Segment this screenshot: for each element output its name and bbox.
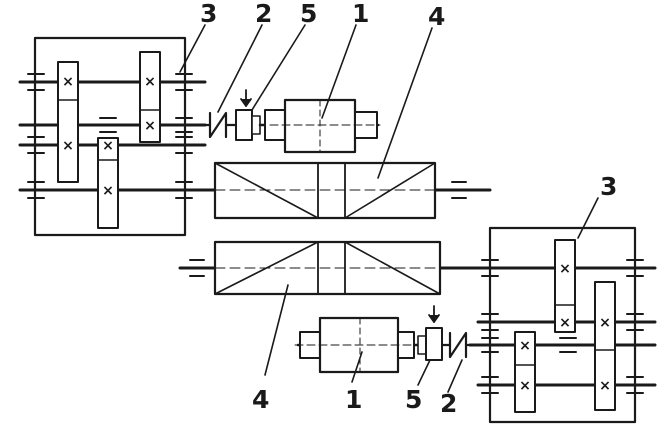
top-callouts: 3 2 5 1 4	[200, 0, 445, 31]
bottom-motor	[294, 316, 431, 374]
bottom-leader-lines	[264, 197, 599, 393]
bottom-gearbox-housing	[488, 226, 637, 424]
callout-bottom-motor: 1	[345, 385, 362, 414]
top-brake	[235, 89, 261, 141]
callout-top-drum: 4	[428, 2, 445, 31]
x-mark-icon: ×	[519, 378, 531, 394]
bottom-assembly: × × × × × ×	[178, 172, 657, 424]
x-mark-icon: ×	[144, 118, 156, 134]
callout-bottom-drum: 4	[252, 385, 269, 414]
callout-bottom-brake: 5	[405, 385, 422, 414]
bottom-callouts: 3 4 1 5 2	[252, 172, 617, 418]
top-gear-large-left	[57, 61, 79, 183]
x-mark-icon: ×	[599, 378, 611, 394]
callout-top-gearbox: 3	[200, 0, 217, 28]
down-arrow-icon	[428, 305, 440, 323]
callout-bottom-coupling: 2	[440, 389, 457, 418]
top-gearbox-bearings	[27, 73, 193, 199]
x-mark-icon: ×	[102, 138, 114, 154]
top-gear-upper-right	[139, 51, 161, 143]
bottom-drum	[178, 240, 497, 296]
top-drum	[198, 161, 492, 220]
callout-top-coupling: 2	[255, 0, 272, 28]
top-assembly: × × × × × ×	[18, 0, 492, 237]
x-mark-icon: ×	[62, 138, 74, 154]
top-leader-lines	[179, 24, 433, 179]
x-mark-icon: ×	[599, 315, 611, 331]
bottom-gearbox-bearings	[481, 259, 644, 394]
x-mark-icon: ×	[62, 74, 74, 90]
x-mark-icon: ×	[559, 315, 571, 331]
x-mark-icon: ×	[559, 261, 571, 277]
bottom-gears: × × × × × ×	[514, 239, 616, 413]
callout-top-brake: 5	[300, 0, 317, 28]
top-coupling	[203, 111, 238, 139]
bottom-gear-upper	[554, 239, 576, 333]
callout-bottom-gearbox: 3	[600, 172, 617, 201]
down-arrow-icon	[240, 89, 252, 107]
bottom-coupling	[440, 331, 480, 359]
x-mark-icon: ×	[144, 74, 156, 90]
bottom-gear-large-right	[594, 281, 616, 411]
top-gearbox-housing	[33, 36, 187, 237]
bottom-gear-lower-left	[514, 331, 536, 413]
bottom-brake	[417, 305, 443, 361]
callout-top-motor: 1	[352, 0, 369, 28]
top-gears: × × × × × ×	[57, 51, 161, 229]
x-mark-icon: ×	[102, 183, 114, 199]
x-mark-icon: ×	[519, 338, 531, 354]
top-motor	[258, 98, 381, 154]
